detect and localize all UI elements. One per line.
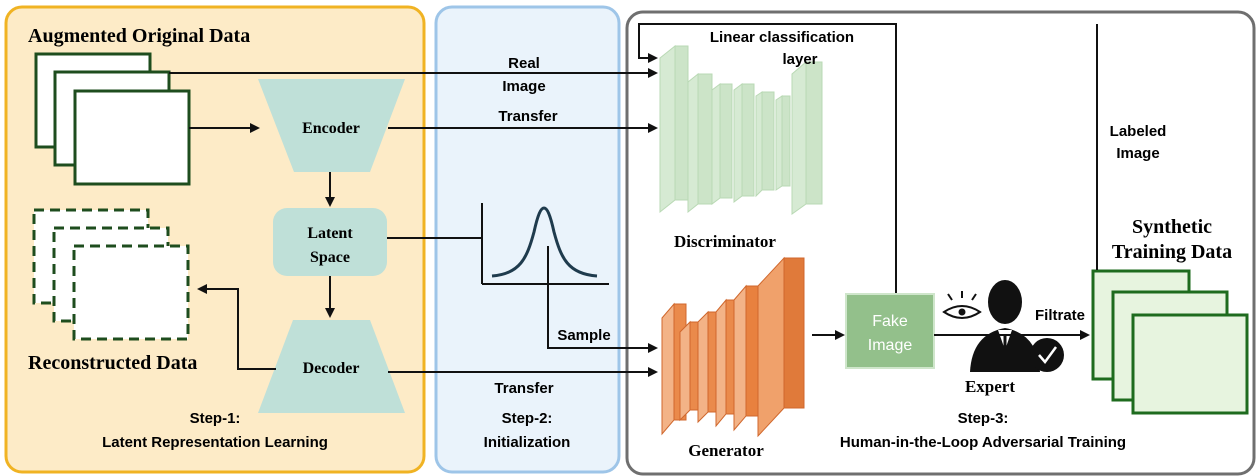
step2-label: Step-2: [502,410,553,427]
sample-label: Sample [557,327,610,344]
generator-label: Generator [688,441,764,460]
synthetic-data-stack [1091,269,1249,415]
step3-label: Step-3: [958,410,1009,427]
linear-layer-label-line2: layer [782,51,817,68]
fake-image-line1: Fake [872,313,908,330]
synthetic-label-line2: Training Data [1112,241,1232,263]
arrows [169,23,1098,377]
expert-label: Expert [965,377,1015,396]
eye-icon [942,291,982,319]
decoder-shape [258,320,405,413]
step2-panel [434,5,621,474]
decoder-label: Decoder [303,360,360,377]
latent-label-line2: Space [310,249,350,266]
labeled-image-line1: Labeled [1110,123,1167,140]
synthetic-label-line1: Synthetic [1132,216,1212,238]
expert-person-icon [970,280,1040,372]
discriminator-network [659,44,823,215]
gaussian-plot [481,203,609,285]
step3-name: Human-in-the-Loop Adversarial Training [840,434,1126,451]
latent-space-box [273,208,387,276]
discriminator-label: Discriminator [674,232,776,251]
latent-label-line1: Latent [307,225,353,242]
step1-name: Latent Representation Learning [102,434,328,451]
transfer-top-label: Transfer [498,108,557,125]
labeled-image-line2: Image [1116,145,1159,162]
real-image-label-line2: Image [502,78,545,95]
real-image-label-line1: Real [508,55,540,72]
reconstructed-data-stack [32,208,190,341]
fake-image-line2: Image [868,337,913,354]
linear-layer-label-line1: Linear classification [710,29,854,46]
generator-network [661,256,805,438]
original-data-stack [34,52,191,186]
fake-image-box [845,293,935,369]
encoder-shape [258,79,405,172]
filtrate-label: Filtrate [1035,307,1085,324]
step1-label: Step-1: [190,410,241,427]
augmented-data-title: Augmented Original Data [28,25,250,47]
transfer-bottom-label: Transfer [494,380,553,397]
step2-name: Initialization [484,434,571,451]
encoder-label: Encoder [302,120,360,137]
reconstructed-data-label: Reconstructed Data [28,352,197,374]
check-badge-icon [1030,338,1064,372]
